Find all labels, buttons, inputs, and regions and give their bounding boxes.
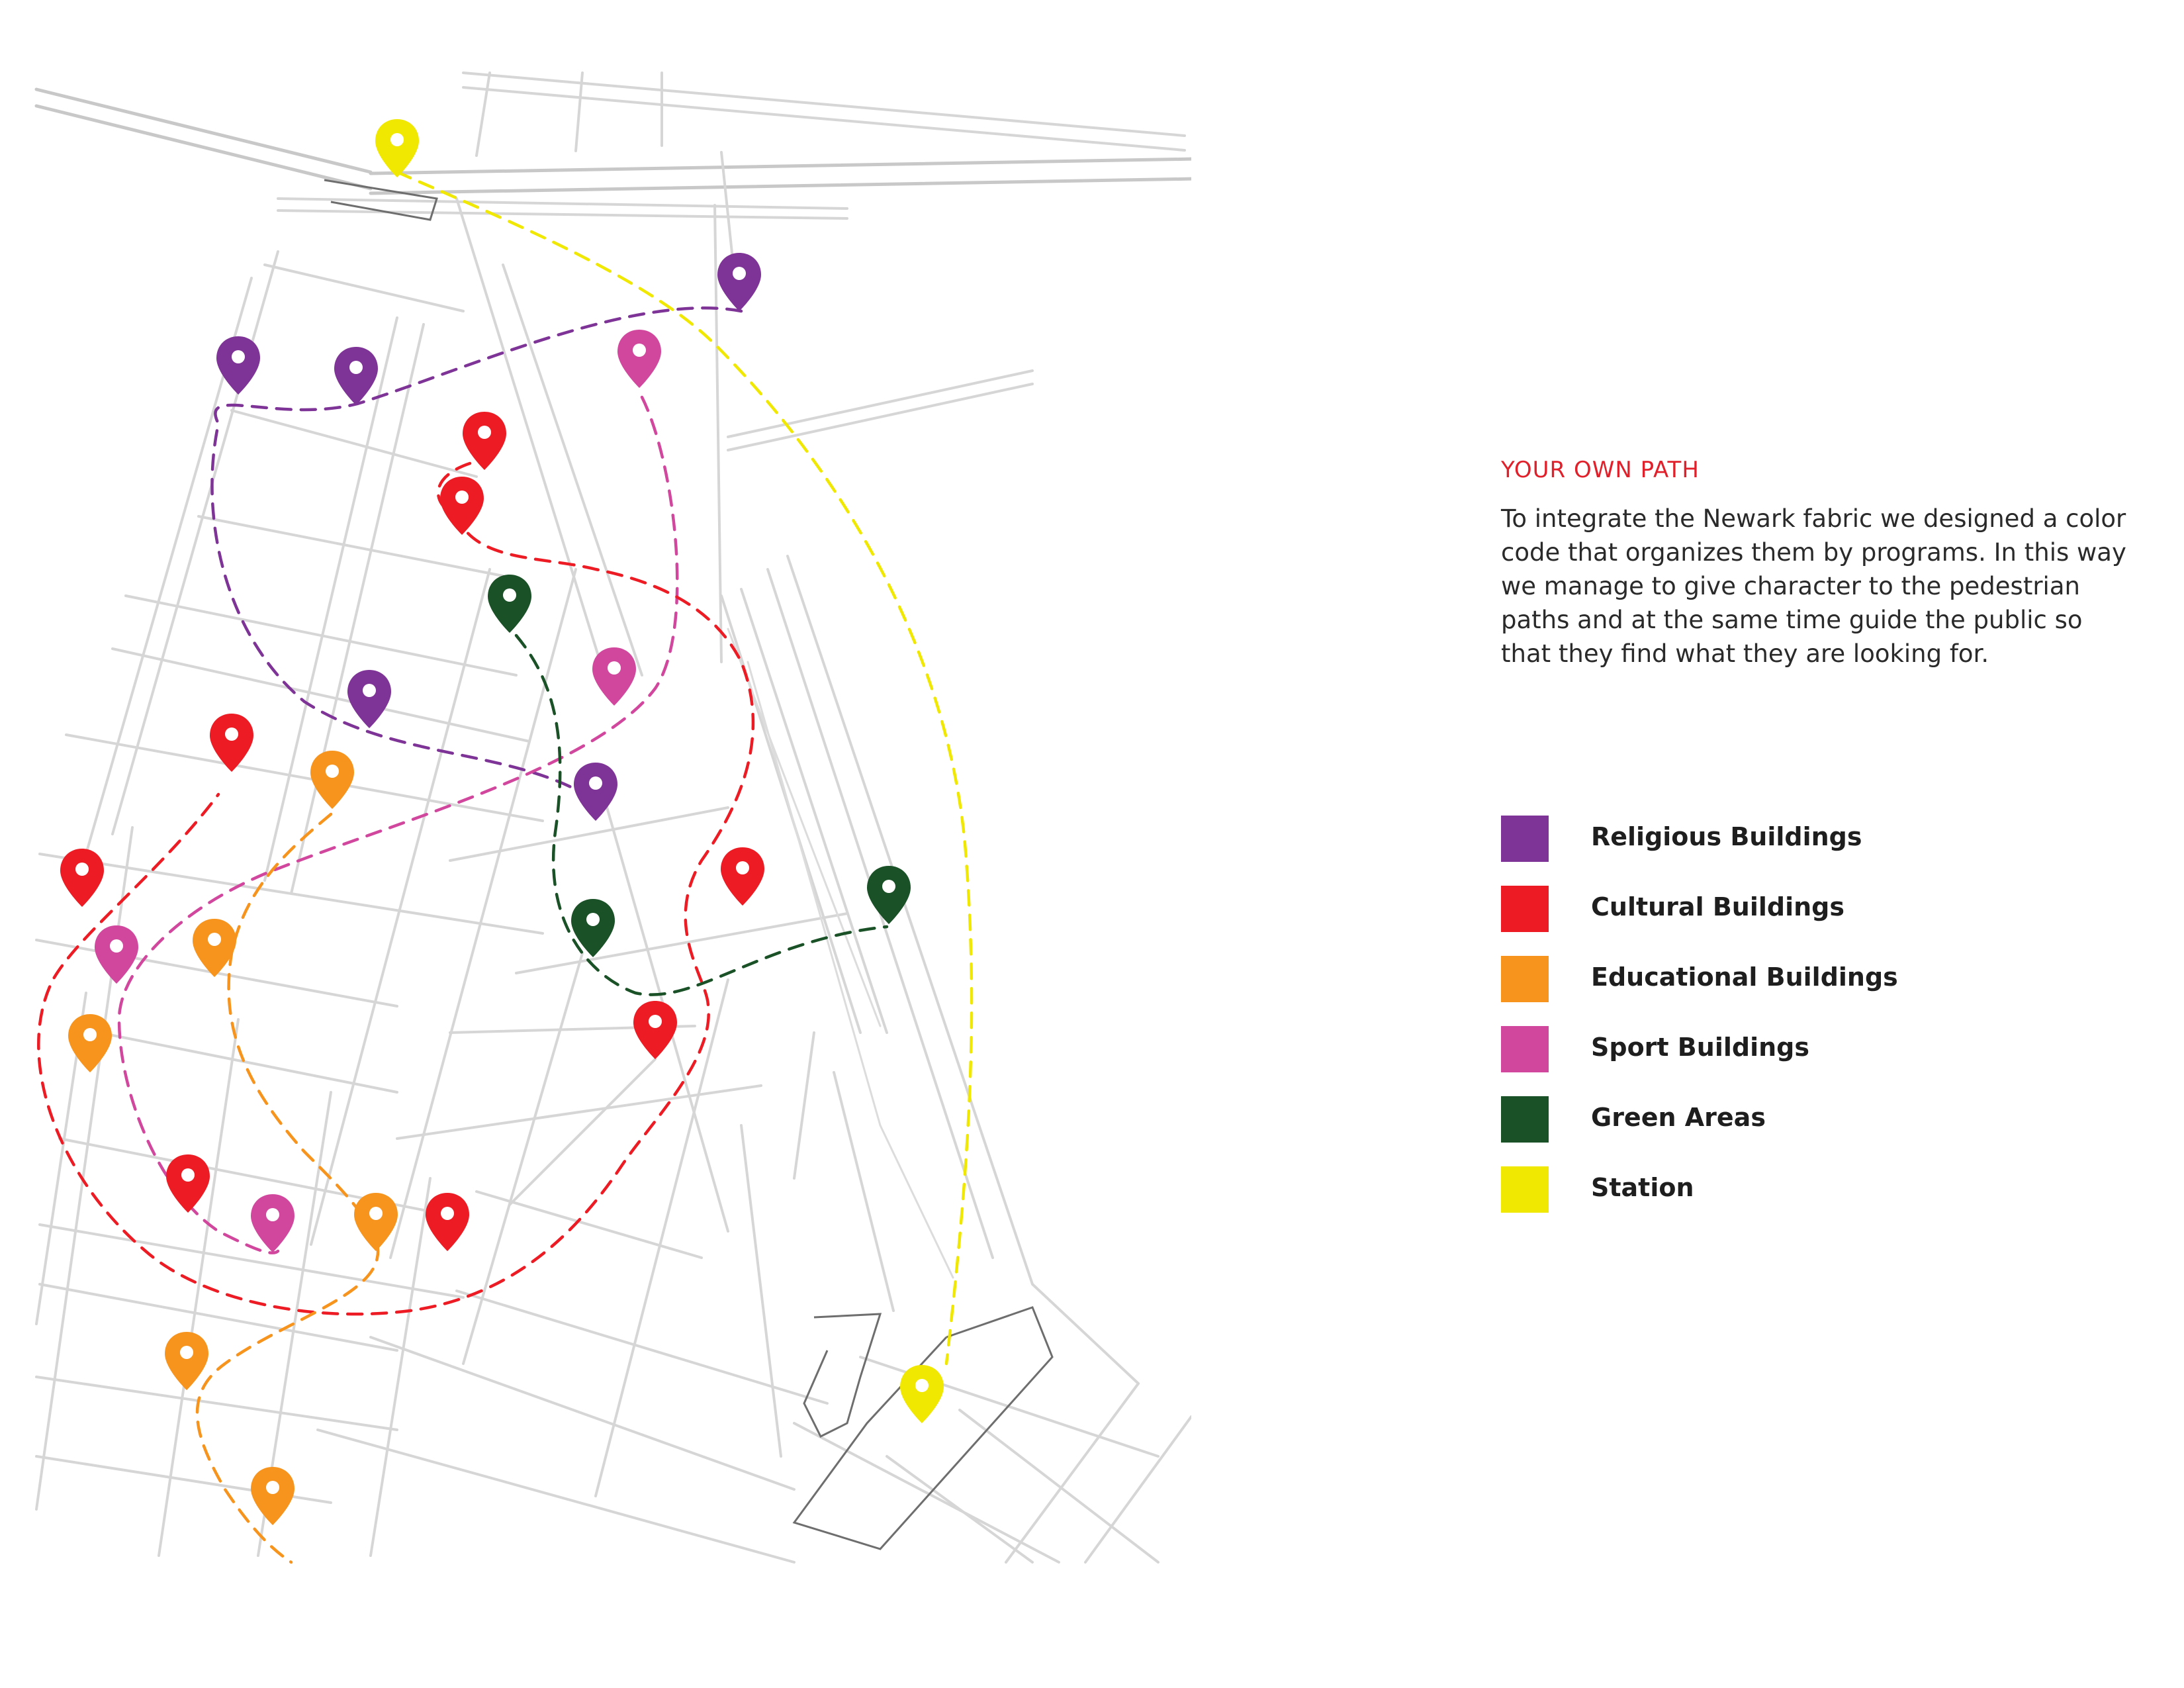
legend-swatch-green bbox=[1501, 1096, 1549, 1143]
location-pin-icon-cultural bbox=[166, 1154, 210, 1213]
legend-label-sport: Sport Buildings bbox=[1591, 1033, 1809, 1062]
legend-item-green: Green Areas bbox=[1501, 1095, 2097, 1143]
legend-label-educational: Educational Buildings bbox=[1591, 962, 1898, 992]
legend-item-station: Station bbox=[1501, 1165, 2097, 1213]
location-pin-icon-religious bbox=[347, 670, 391, 728]
location-pin-icon-cultural bbox=[60, 849, 104, 907]
legend-item-religious: Religious Buildings bbox=[1501, 814, 2097, 862]
location-pin-icon-station bbox=[375, 119, 419, 177]
location-pin-icon-educational bbox=[193, 919, 236, 977]
location-pin-icon-religious bbox=[717, 253, 761, 311]
location-pin-icon-green bbox=[488, 575, 531, 633]
location-pin-icon-religious bbox=[574, 763, 617, 821]
legend-item-educational: Educational Buildings bbox=[1501, 955, 2097, 1002]
location-pin-icon-sport bbox=[251, 1194, 295, 1252]
legend-label-green: Green Areas bbox=[1591, 1103, 1766, 1132]
location-pin-icon-sport bbox=[617, 330, 661, 388]
marker-layer bbox=[60, 119, 944, 1525]
location-pin-icon-cultural bbox=[440, 477, 484, 535]
location-pin-icon-cultural bbox=[426, 1193, 469, 1251]
city-map bbox=[34, 71, 1191, 1564]
route-station bbox=[395, 170, 974, 1366]
legend-label-religious: Religious Buildings bbox=[1591, 822, 1862, 851]
location-pin-icon-cultural bbox=[633, 1001, 677, 1059]
location-pin-icon-educational bbox=[251, 1467, 295, 1525]
legend-item-sport: Sport Buildings bbox=[1501, 1025, 2097, 1072]
location-pin-icon-cultural bbox=[721, 847, 764, 906]
route-sport bbox=[117, 395, 679, 1254]
legend-label-cultural: Cultural Buildings bbox=[1591, 892, 1844, 921]
location-pin-icon-sport bbox=[95, 925, 138, 984]
legend: Religious Buildings Cultural Buildings E… bbox=[1501, 814, 2097, 1235]
route-religious bbox=[210, 306, 743, 803]
route-green bbox=[514, 633, 889, 996]
panel-description: To integrate the Newark fabric we design… bbox=[1501, 504, 2126, 668]
location-pin-icon-educational bbox=[165, 1332, 208, 1390]
location-pin-icon-religious bbox=[216, 336, 260, 395]
location-pin-icon-station bbox=[900, 1365, 944, 1423]
location-pin-icon-religious bbox=[334, 347, 378, 405]
panel-title: YOUR OWN PATH bbox=[1501, 457, 1700, 483]
legend-swatch-religious bbox=[1501, 816, 1549, 862]
street-network bbox=[34, 71, 1191, 1564]
legend-swatch-cultural bbox=[1501, 886, 1549, 932]
info-panel: YOUR OWN PATH To integrate the Newark fa… bbox=[1501, 457, 2136, 671]
location-pin-icon-green bbox=[867, 866, 911, 924]
location-pin-icon-educational bbox=[354, 1193, 398, 1251]
location-pin-icon-cultural bbox=[463, 412, 506, 470]
legend-swatch-educational bbox=[1501, 956, 1549, 1002]
location-pin-icon-sport bbox=[592, 647, 636, 706]
legend-label-station: Station bbox=[1591, 1173, 1694, 1202]
legend-swatch-station bbox=[1501, 1166, 1549, 1213]
location-pin-icon-educational bbox=[310, 751, 354, 809]
legend-swatch-sport bbox=[1501, 1026, 1549, 1072]
legend-item-cultural: Cultural Buildings bbox=[1501, 884, 2097, 932]
route-cultural bbox=[37, 461, 755, 1316]
